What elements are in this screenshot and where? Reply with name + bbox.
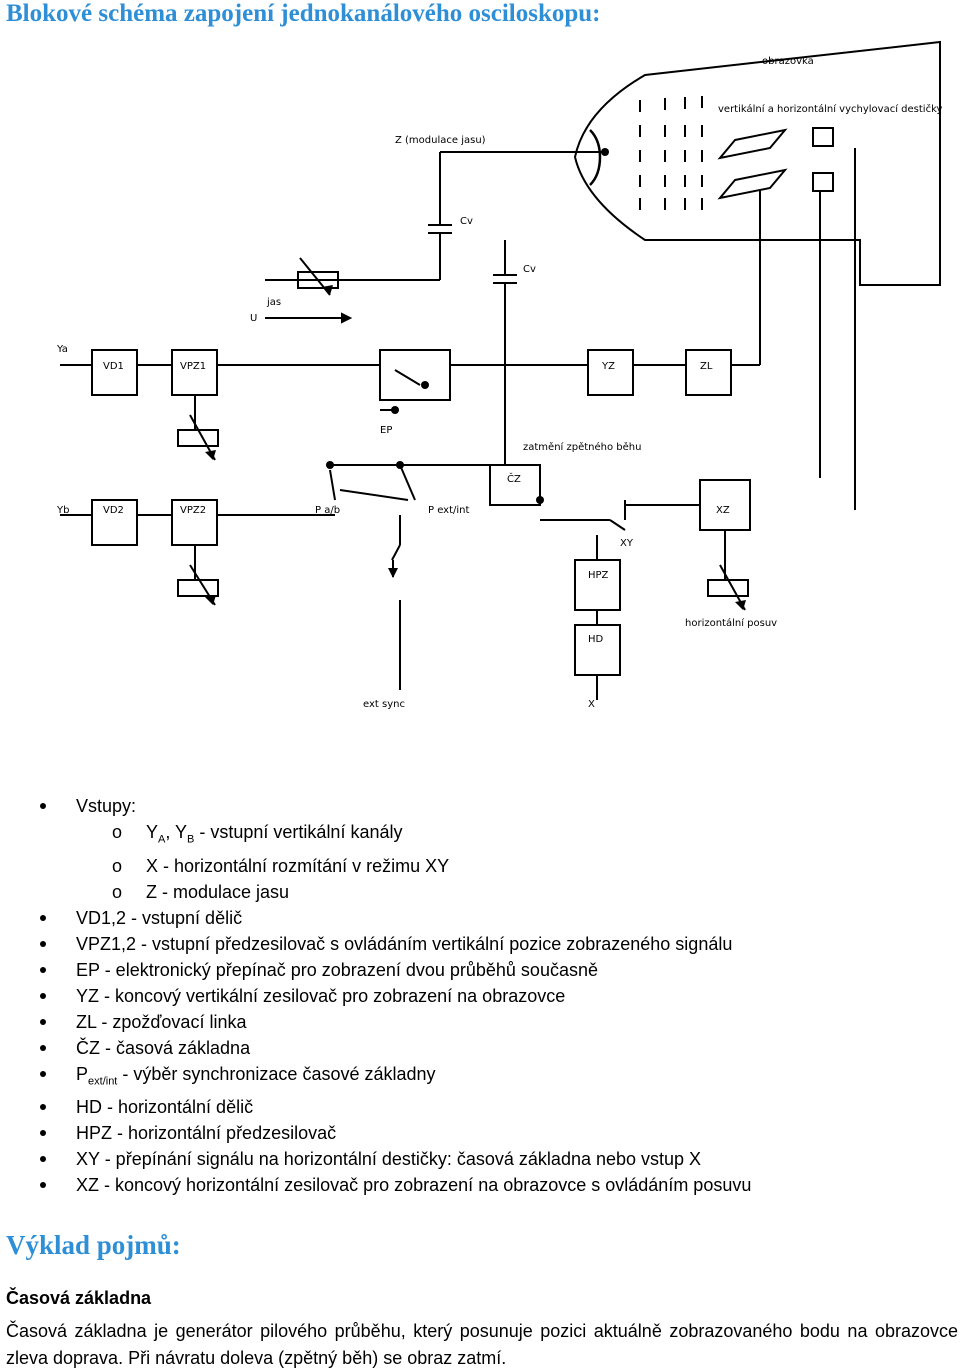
list-item: XZ - koncový horizontální zesilovač pro …: [0, 1172, 960, 1198]
bullet-icon: [40, 1104, 46, 1111]
bullet-icon: [40, 940, 46, 947]
list-item: HD - horizontální dělič: [0, 1094, 960, 1120]
bullet-icon: [40, 1182, 46, 1189]
label-pext: P ext/int: [428, 505, 470, 516]
list-item: XY - přepínání signálu na horizontální d…: [0, 1146, 960, 1172]
list-item: Vstupy:: [0, 793, 960, 819]
label-extsync: ext sync: [363, 699, 405, 710]
label-hpz: HPZ: [588, 570, 609, 581]
list-item: ZL - zpožďovací linka: [0, 1009, 960, 1035]
bullet-icon: [40, 966, 46, 973]
label-vpz2: VPZ2: [180, 505, 206, 516]
bullet-icon: [40, 992, 46, 999]
list-item: VPZ1,2 - vstupní předzesilovač s ovládán…: [0, 931, 960, 957]
subsection-title: Časová základna: [6, 1288, 152, 1308]
label-vd1: VD1: [103, 361, 124, 372]
bullet-icon: [40, 914, 46, 921]
bullet-icon: [40, 1018, 46, 1025]
bullet-icon: [40, 803, 46, 809]
label-cv1: Cv: [460, 216, 473, 227]
label-yb: Yb: [56, 505, 69, 516]
label-jas: jas: [266, 297, 281, 308]
label-z-modulace: Z (modulace jasu): [395, 135, 486, 146]
list-item: EP - elektronický přepínač pro zobrazení…: [0, 957, 960, 983]
label-xy: XY: [620, 538, 634, 549]
label-u: U: [250, 313, 257, 324]
label-pab: P a/b: [315, 505, 340, 516]
label-obrazovka: obrazovka: [762, 56, 814, 67]
label-vd2: VD2: [103, 505, 124, 516]
label-ep: EP: [380, 425, 392, 436]
bullet-icon: [40, 1070, 46, 1077]
label-ya: Ya: [56, 344, 68, 355]
label-desticky: vertikální a horizontální vychylovací de…: [718, 103, 943, 115]
label-xz: XZ: [716, 505, 730, 516]
label-vpz1: VPZ1: [180, 361, 206, 372]
label-hposuv: horizontální posuv: [685, 617, 777, 629]
page-title: Blokové schéma zapojení jednokanálového …: [6, 0, 601, 27]
label-zatmeni: zatmění zpětného běhu: [523, 441, 641, 453]
label-hd: HD: [588, 634, 604, 645]
paragraph: Časová základna je generátor pilového pr…: [6, 1321, 958, 1368]
label-yz: YZ: [601, 361, 615, 372]
list-item: HPZ - horizontální předzesilovač: [0, 1120, 960, 1146]
bullet-icon: [40, 1156, 46, 1163]
list-item: Pext/int - výběr synchronizace časové zá…: [0, 1061, 960, 1095]
label-cv2: Cv: [523, 264, 536, 275]
list-item: ČZ - časová základna: [0, 1035, 960, 1061]
list-item: VD1,2 - vstupní dělič: [0, 905, 960, 931]
list-item: YZ - koncový vertikální zesilovač pro zo…: [0, 983, 960, 1009]
label-cz: ČZ: [507, 472, 521, 485]
label-zl: ZL: [700, 361, 713, 372]
section-title: Výklad pojmů:: [6, 1230, 181, 1260]
bullet-icon: [40, 1044, 46, 1051]
bullet-icon: [40, 1130, 46, 1137]
oscilloscope-block-diagram: obrazovka vertikální a horizontální vych…: [56, 40, 943, 710]
crt-tube: [573, 40, 941, 286]
label-x: X: [588, 699, 595, 710]
